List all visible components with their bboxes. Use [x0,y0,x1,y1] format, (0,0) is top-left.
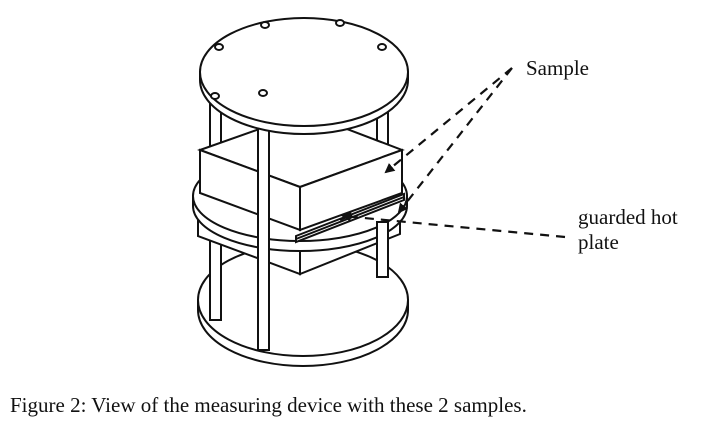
hot-plate-label-line-2: plate [578,230,619,254]
sample-label: Sample [526,56,589,80]
top-disc [199,17,409,135]
figure-caption: Figure 2: View of the measuring device w… [10,393,527,417]
guarded-hot-plate-label: guarded hot plate [578,205,678,255]
hot-plate-leader-line [341,211,566,239]
sample-leader-lines [384,67,513,214]
hot-plate-label-line-1: guarded hot [578,205,678,229]
